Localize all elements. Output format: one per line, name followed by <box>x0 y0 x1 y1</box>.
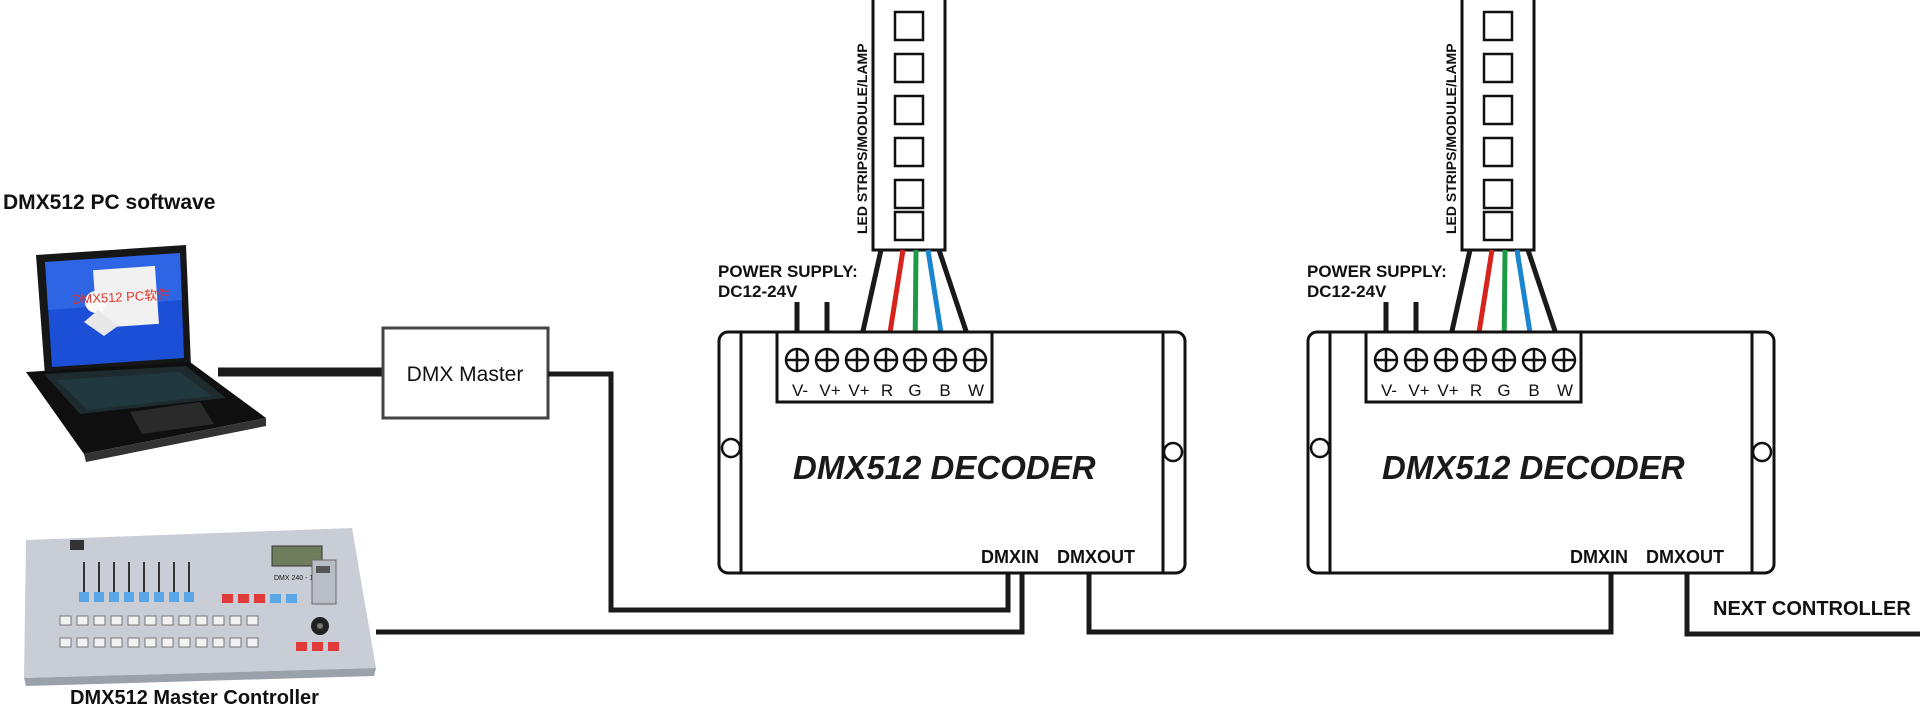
svg-text:G: G <box>908 381 921 400</box>
terminal-labels-2: V- V+ V+ R G B W <box>1381 381 1573 400</box>
fader-knob <box>124 592 134 602</box>
controller-key <box>212 615 225 626</box>
controller-button <box>222 594 233 603</box>
controller-button <box>270 594 281 603</box>
terminal-screws-1 <box>784 347 988 373</box>
controller-key <box>110 615 123 626</box>
decoder-title-2: DMX512 DECODER <box>1382 449 1685 486</box>
controller-title: DMX512 Master Controller <box>70 687 319 708</box>
controller-key <box>93 637 106 648</box>
dmx-in-label-1: DMXIN <box>981 547 1039 567</box>
dmx-in-label-2: DMXIN <box>1570 547 1628 567</box>
fader-knob <box>94 592 104 602</box>
svg-text:G: G <box>1497 381 1510 400</box>
svg-text:W: W <box>968 381 984 400</box>
pc-title: DMX512 PC softwave <box>3 191 215 214</box>
laptop-icon: DMX512 PC软件 <box>26 245 266 462</box>
controller-key <box>195 637 208 648</box>
decoder-2: LED STRIPS/MODULE/LAMP POWER SUPPLY: DC1… <box>1306 0 1776 575</box>
fader-knob <box>169 592 179 602</box>
controller-key <box>212 637 225 648</box>
fader-knob <box>154 592 164 602</box>
decoder-1: LED STRIPS/MODULE/LAMP POWER SUPPLY: DC1… <box>717 0 1187 575</box>
controller-key <box>76 615 89 626</box>
dmx-master-label: DMX Master <box>407 363 524 386</box>
controller-key <box>144 637 157 648</box>
controller-key <box>161 615 174 626</box>
fader-knob <box>184 592 194 602</box>
controller-key <box>246 615 259 626</box>
svg-text:R: R <box>1470 381 1482 400</box>
controller-key <box>59 615 72 626</box>
dmx-master-box <box>381 326 550 420</box>
controller-key <box>229 637 242 648</box>
svg-text:V-: V- <box>1381 381 1397 400</box>
svg-text:V+: V+ <box>1437 381 1458 400</box>
master-controller-icon: DMX 240 - 192CH <box>24 528 376 686</box>
svg-text:V-: V- <box>792 381 808 400</box>
led-strip-label-2: LED STRIPS/MODULE/LAMP <box>1443 43 1459 234</box>
controller-key <box>246 637 259 648</box>
master-to-decoder1-cable <box>548 371 1011 613</box>
controller-key <box>93 615 106 626</box>
led-cells-2 <box>1482 10 1514 242</box>
controller-key <box>144 615 157 626</box>
controller-button <box>286 594 297 603</box>
terminal-screws-2 <box>1373 347 1577 373</box>
mount-hole-icon <box>1162 441 1184 463</box>
mount-hole-icon <box>1751 441 1773 463</box>
fader-knob <box>109 592 119 602</box>
controller-key <box>127 637 140 648</box>
svg-text:V+: V+ <box>1408 381 1429 400</box>
svg-text:R: R <box>881 381 893 400</box>
power-label-1b: DC12-24V <box>718 282 798 301</box>
controller-key <box>178 637 191 648</box>
controller-key <box>59 637 72 648</box>
led-strip-label-1: LED STRIPS/MODULE/LAMP <box>854 43 870 234</box>
fader-knob <box>79 592 89 602</box>
controller-key <box>195 615 208 626</box>
svg-text:B: B <box>939 381 950 400</box>
dmx-cables <box>376 371 1920 637</box>
controller-to-decoder1-cable <box>376 568 1025 635</box>
laptop-screen-text: DMX512 PC软件 <box>72 287 171 307</box>
decoder1-to-decoder2-cable <box>1086 568 1614 635</box>
controller-button <box>254 594 265 603</box>
mount-hole-icon <box>720 437 742 459</box>
svg-text:W: W <box>1557 381 1573 400</box>
decoder2-to-next-cable <box>1684 568 1920 637</box>
dmx-out-label-2: DMXOUT <box>1646 547 1724 567</box>
next-controller-label: NEXT CONTROLLER <box>1713 598 1911 620</box>
controller-key <box>161 637 174 648</box>
power-label-2a: POWER SUPPLY: <box>1307 262 1447 281</box>
svg-text:V+: V+ <box>819 381 840 400</box>
power-label-2b: DC12-24V <box>1307 282 1387 301</box>
controller-key <box>127 615 140 626</box>
controller-red-key <box>328 642 339 651</box>
controller-panel-text: DMX 240 - 192CH <box>274 575 331 582</box>
controller-key <box>76 637 89 648</box>
controller-red-key <box>312 642 323 651</box>
controller-key <box>178 615 191 626</box>
dmx-out-label-1: DMXOUT <box>1057 547 1135 567</box>
terminal-labels-1: V- V+ V+ R G B W <box>792 381 984 400</box>
led-cells-1 <box>893 10 925 242</box>
mount-hole-icon <box>1309 437 1331 459</box>
power-label-1a: POWER SUPPLY: <box>718 262 858 281</box>
fader-knob <box>139 592 149 602</box>
decoder-title-1: DMX512 DECODER <box>793 449 1096 486</box>
svg-text:V+: V+ <box>848 381 869 400</box>
controller-red-key <box>296 642 307 651</box>
controller-button <box>238 594 249 603</box>
controller-key <box>229 615 242 626</box>
svg-text:B: B <box>1528 381 1539 400</box>
controller-key <box>110 637 123 648</box>
